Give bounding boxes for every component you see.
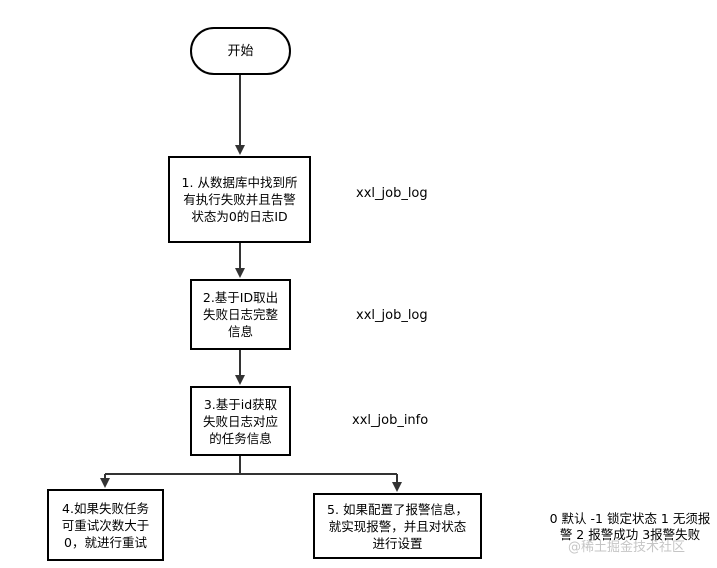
watermark: @稀土掘金技术社区 (568, 540, 686, 555)
step5-node: 5. 如果配置了报警信息， 就实现报警，并且对状态 进行设置 (313, 493, 482, 559)
step2-node: 2.基于ID取出 失败日志完整 信息 (190, 279, 291, 350)
table-label-step1: xxl_job_log (356, 186, 428, 201)
start-node: 开始 (190, 27, 291, 75)
step3-node: 3.基于id获取 失败日志对应 的任务信息 (190, 386, 291, 456)
table-label-step2: xxl_job_log (356, 308, 428, 323)
table-label-step3: xxl_job_info (352, 413, 429, 428)
step4-node: 4.如果失败任务 可重试次数大于 0，就进行重试 (47, 489, 164, 561)
alarm-status-note: 0 默认 -1 锁定状态 1 无须报 警 2 报警成功 3报警失败 (549, 511, 711, 542)
step1-node: 1. 从数据库中找到所 有执行失败并且告警 状态为0的日志ID (168, 156, 311, 243)
